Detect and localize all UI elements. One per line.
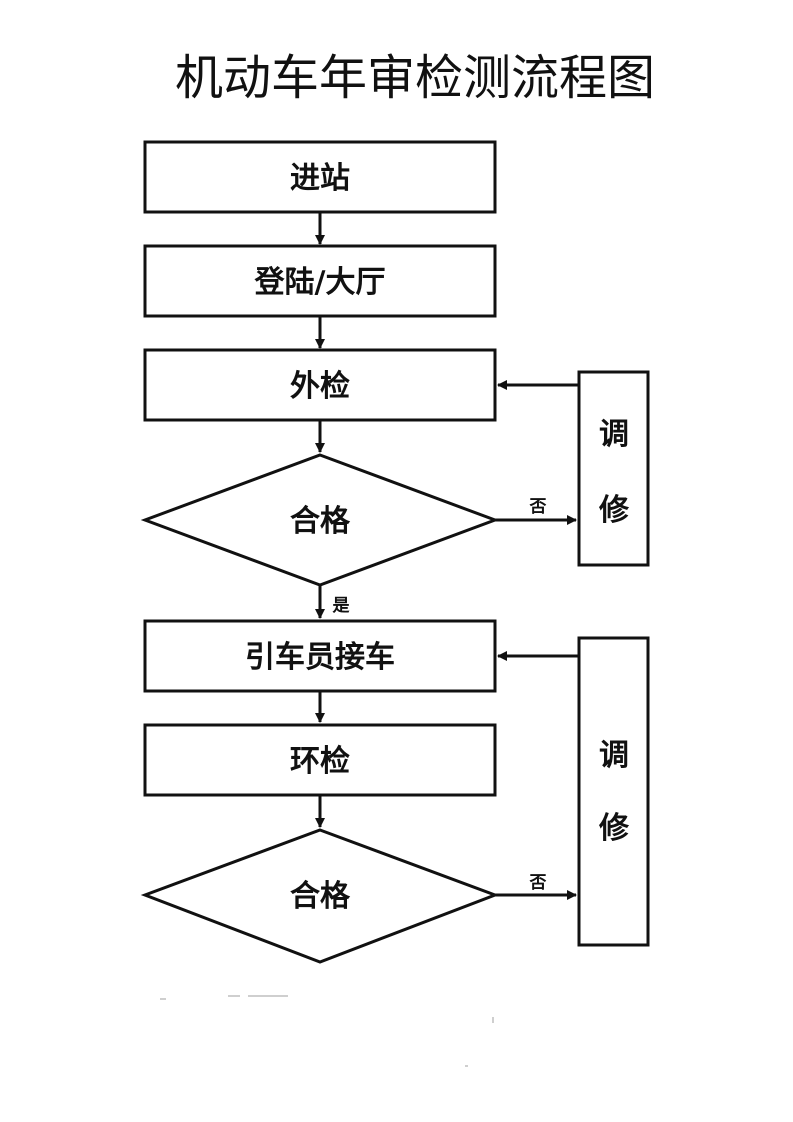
step-login-label: 登陆/大厅 bbox=[254, 265, 386, 300]
repair-box-1-char-1: 调 bbox=[599, 417, 629, 452]
step-login: 登陆/大厅 bbox=[143, 244, 497, 318]
repair-box-2-char-1: 调 bbox=[599, 738, 629, 773]
repair-box-2: 调 修 bbox=[577, 636, 650, 947]
step-env-check: 环检 bbox=[143, 723, 497, 797]
repair-box-2-char-2: 修 bbox=[598, 811, 630, 846]
speck bbox=[492, 1017, 494, 1023]
decision-pass-1: 合格 bbox=[140, 453, 500, 587]
step-enter-box bbox=[143, 140, 497, 214]
repair-box-1: 调 修 bbox=[577, 370, 650, 567]
step-exterior-check-label: 外检 bbox=[290, 369, 350, 404]
scan-specks bbox=[160, 995, 494, 1067]
step-enter: 进站 bbox=[143, 140, 497, 214]
label-no-1: 否 bbox=[529, 497, 547, 517]
speck bbox=[228, 995, 240, 997]
repair-box-2-rect bbox=[577, 636, 650, 947]
step-exterior-check: 外检 bbox=[143, 348, 497, 422]
step-driver-takeover: 引车员接车 bbox=[143, 619, 497, 693]
decision-pass-2: 合格 bbox=[140, 828, 500, 964]
step-enter-label: 进站 bbox=[290, 161, 350, 196]
step-exterior-check-box bbox=[143, 348, 497, 422]
speck bbox=[248, 995, 288, 997]
repair-box-1-rect bbox=[577, 370, 650, 567]
step-env-check-label: 环检 bbox=[290, 744, 350, 779]
decision-pass-2-label: 合格 bbox=[290, 879, 351, 914]
label-yes-1: 是 bbox=[333, 596, 350, 616]
page-title: 机动车年审检测流程图 bbox=[174, 50, 655, 106]
decision-pass-1-label: 合格 bbox=[290, 504, 351, 539]
speck bbox=[160, 998, 166, 1000]
decision-pass-2-diamond bbox=[140, 828, 500, 964]
speck bbox=[465, 1065, 468, 1067]
step-driver-takeover-label: 引车员接车 bbox=[245, 640, 395, 675]
repair-box-1-char-2: 修 bbox=[598, 493, 630, 528]
step-env-check-box bbox=[143, 723, 497, 797]
label-no-2: 否 bbox=[529, 873, 547, 893]
